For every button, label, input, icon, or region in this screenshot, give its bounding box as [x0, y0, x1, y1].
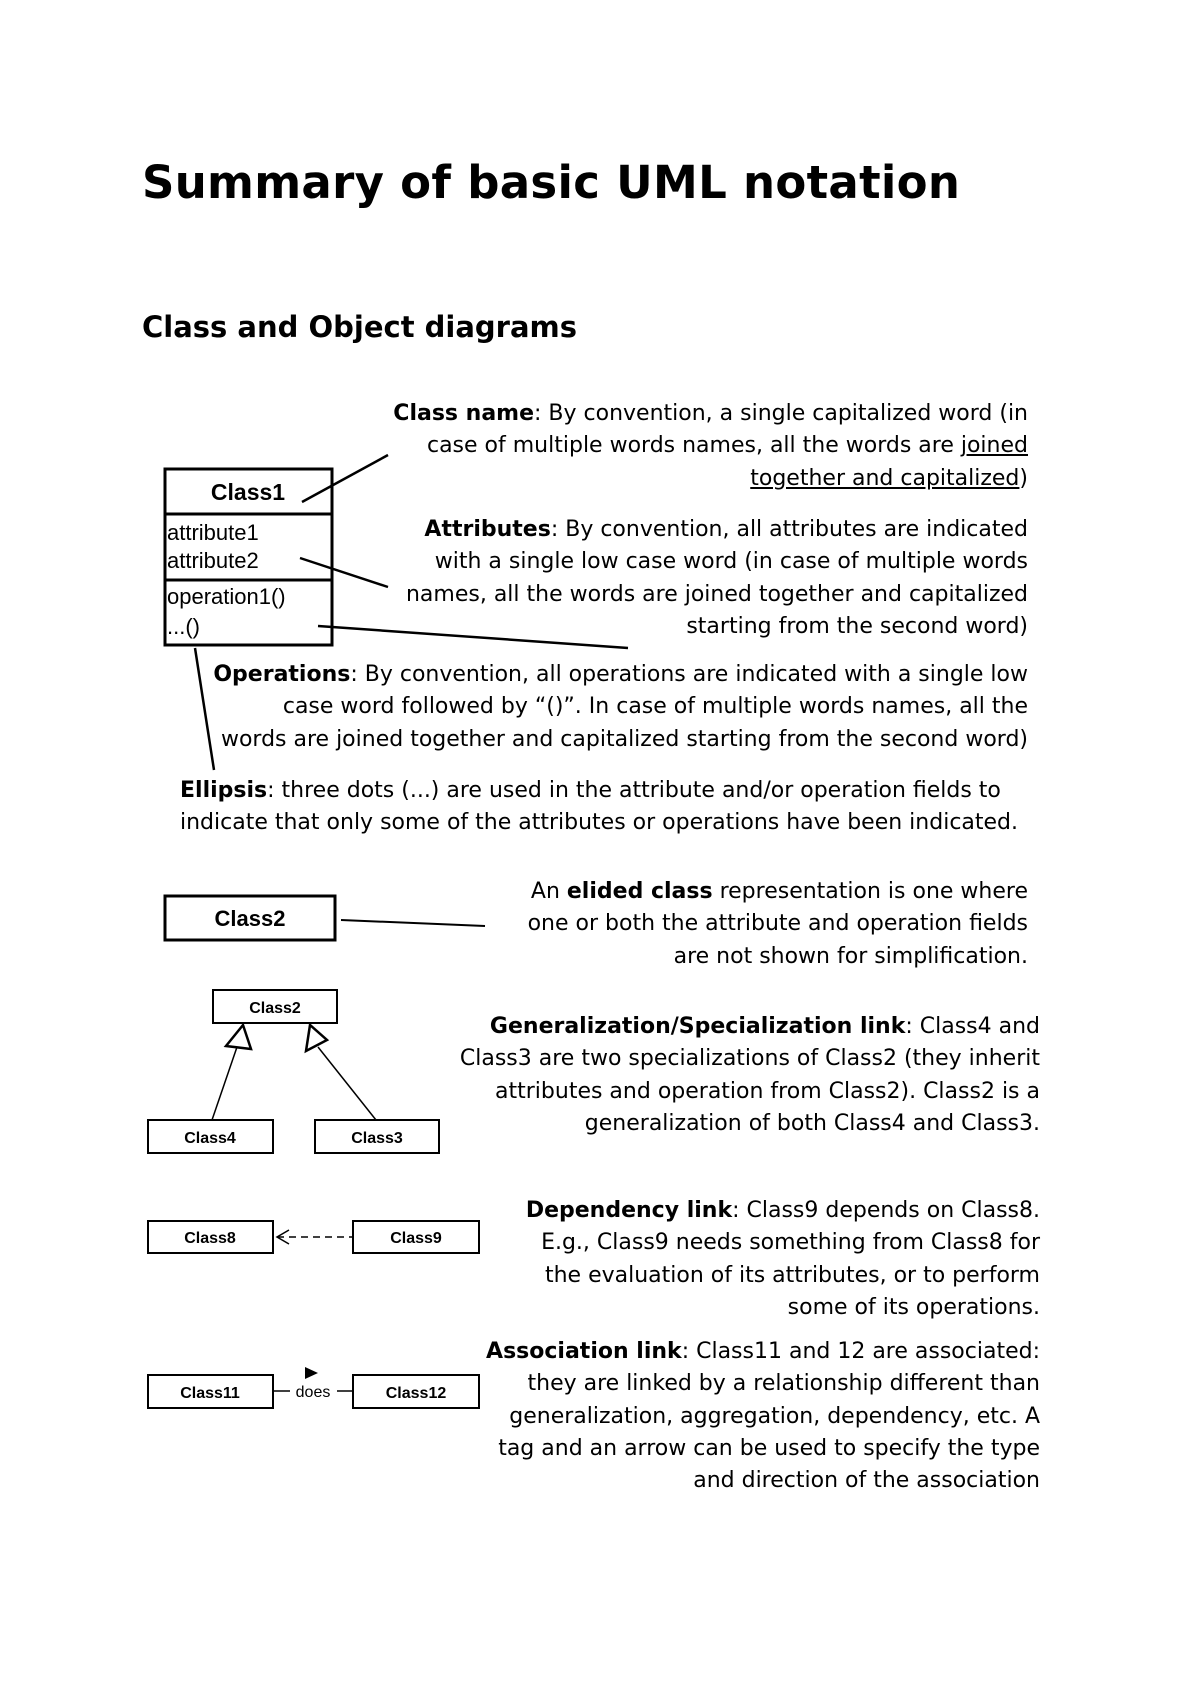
- gen-child-left-name: Class4: [184, 1130, 236, 1147]
- assoc-left-name: Class11: [180, 1385, 240, 1402]
- attributes-term: Attributes: [424, 517, 551, 542]
- gen-line-right: [317, 1046, 377, 1121]
- attributes-description: Attributes: By convention, all attribute…: [405, 517, 1028, 639]
- class1-operation-1: operation1(): [167, 584, 286, 609]
- dep-client-name: Class9: [390, 1230, 442, 1247]
- class1-box: [163, 467, 334, 647]
- ellipsis-leader: [193, 647, 216, 771]
- generalization-term: Generalization/Specialization link: [489, 1014, 906, 1039]
- ellipsis-term: Ellipsis: [180, 778, 268, 803]
- dep-arrowhead: [275, 1229, 290, 1245]
- class1-operation-ellipsis: ...(): [167, 614, 200, 639]
- operations-term: Operations: [213, 662, 351, 687]
- class1-name: Class1: [211, 479, 285, 505]
- assoc-direction-arrow: [305, 1367, 318, 1379]
- gen-arrowhead-left: [223, 1022, 253, 1051]
- generalization-description: Generalization/Specialization link: Clas…: [459, 1014, 1040, 1136]
- class-name-leader: [301, 453, 389, 504]
- ellipsis-description: Ellipsis: three dots (...) are used in t…: [180, 778, 1019, 836]
- elided-class-description: An elided class representation is one wh…: [527, 879, 1028, 969]
- dependency-description: Dependency link: Class9 depends on Class…: [525, 1198, 1040, 1320]
- class1-attribute-1: attribute1: [167, 520, 259, 545]
- assoc-right-name: Class12: [386, 1385, 447, 1402]
- elided-class2-box: [163, 894, 337, 942]
- assoc-tag: does: [296, 1384, 331, 1401]
- elided-class2-name: Class2: [215, 906, 286, 931]
- gen-parent-box: [212, 989, 338, 1024]
- class-name-term: Class name: [393, 401, 535, 426]
- gen-child-right-name: Class3: [351, 1130, 403, 1147]
- class-name-description: Class name: By convention, a single capi…: [393, 401, 1028, 491]
- dep-supplier-box: [147, 1220, 274, 1254]
- class1-attribute-2: attribute2: [167, 548, 259, 573]
- operations-description: Operations: By convention, all operation…: [213, 662, 1028, 752]
- dependency-term: Dependency link: [525, 1198, 733, 1223]
- page-title: Summary of basic UML notation: [142, 156, 961, 209]
- gen-parent-name: Class2: [249, 1000, 301, 1017]
- dep-supplier-name: Class8: [184, 1230, 236, 1247]
- elided-leader: [340, 919, 486, 927]
- association-description: Association link: Class11 and 12 are ass…: [486, 1339, 1040, 1494]
- operations-leader: [317, 624, 629, 650]
- gen-arrowhead-right: [304, 1022, 330, 1054]
- association-term: Association link: [486, 1339, 682, 1364]
- section-heading: Class and Object diagrams: [142, 310, 578, 344]
- gen-child-right-box: [314, 1119, 440, 1154]
- attributes-leader: [299, 556, 389, 589]
- gen-child-left-box: [147, 1119, 274, 1154]
- gen-line-left: [211, 1046, 238, 1121]
- elided-class-term: elided class: [566, 879, 713, 904]
